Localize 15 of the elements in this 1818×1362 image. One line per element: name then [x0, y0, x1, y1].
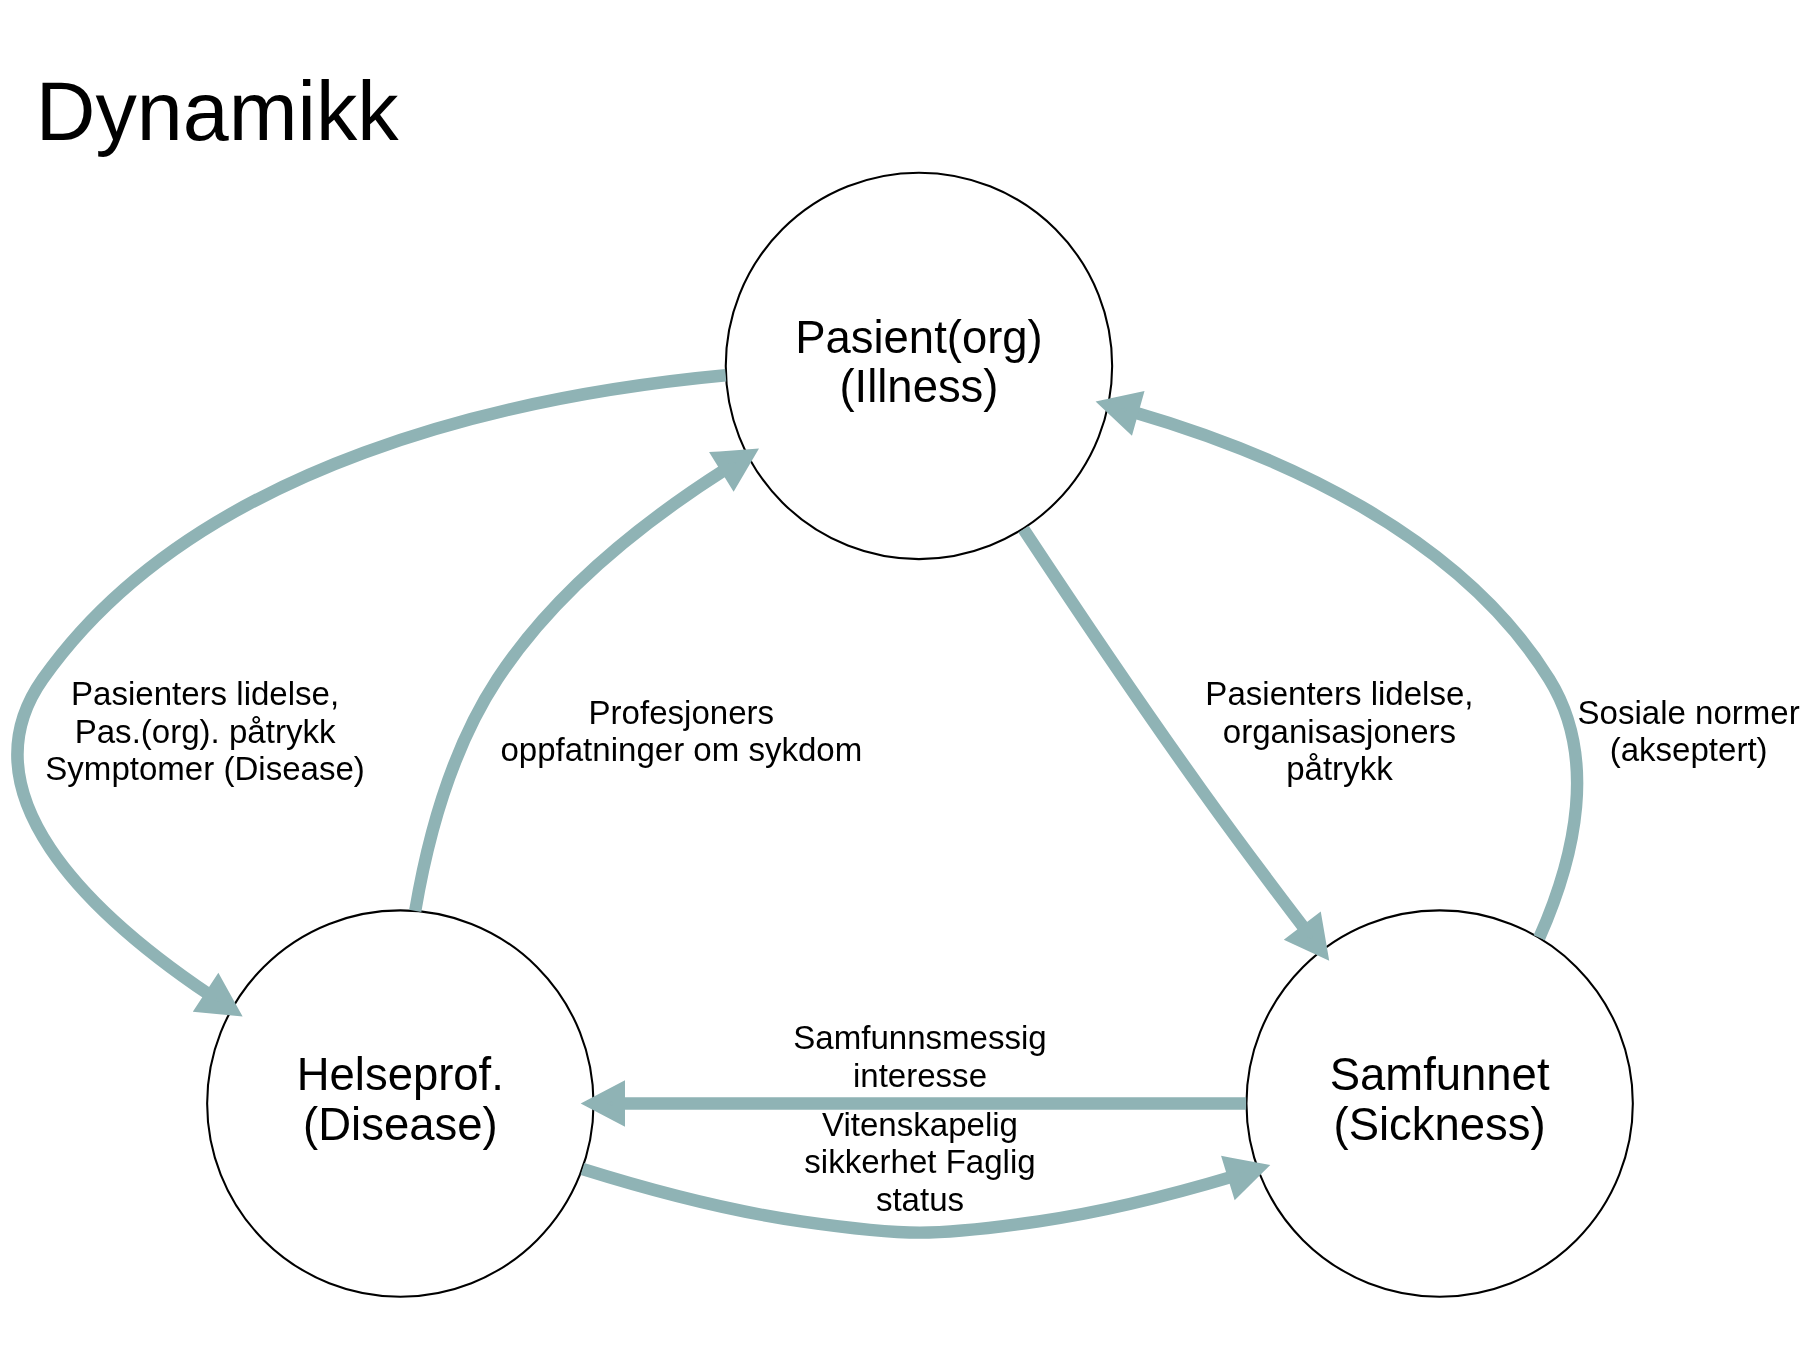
node-circle: Helseprof. (Disease) — [206, 909, 595, 1298]
edge-label: Pasienters lidelse, Pas.(org). påtrykk Symptomer (Disease) — [45, 675, 365, 787]
edge-label: Pasienters lidelse, organisasjoners påtrykk — [1205, 675, 1474, 787]
arrow — [1018, 525, 1330, 961]
arrow — [580, 1080, 1247, 1127]
arrow — [409, 448, 759, 912]
arrow — [11, 369, 727, 1017]
node-circle: Pasient(org) (Illness) — [724, 171, 1114, 561]
arrow — [580, 1155, 1271, 1239]
edge-label: Profesjoners oppfatninger om sykdom — [500, 693, 863, 769]
edge-label: Vitenskapelig sikkerhet Faglig status — [804, 1106, 1036, 1218]
diagram-title: Dynamikk — [35, 64, 399, 158]
edge-label: Samfunnsmessig interesse — [793, 1019, 1047, 1094]
edge-label: Sosiale normer (akseptert) — [1577, 693, 1800, 769]
arrow — [1095, 390, 1584, 941]
